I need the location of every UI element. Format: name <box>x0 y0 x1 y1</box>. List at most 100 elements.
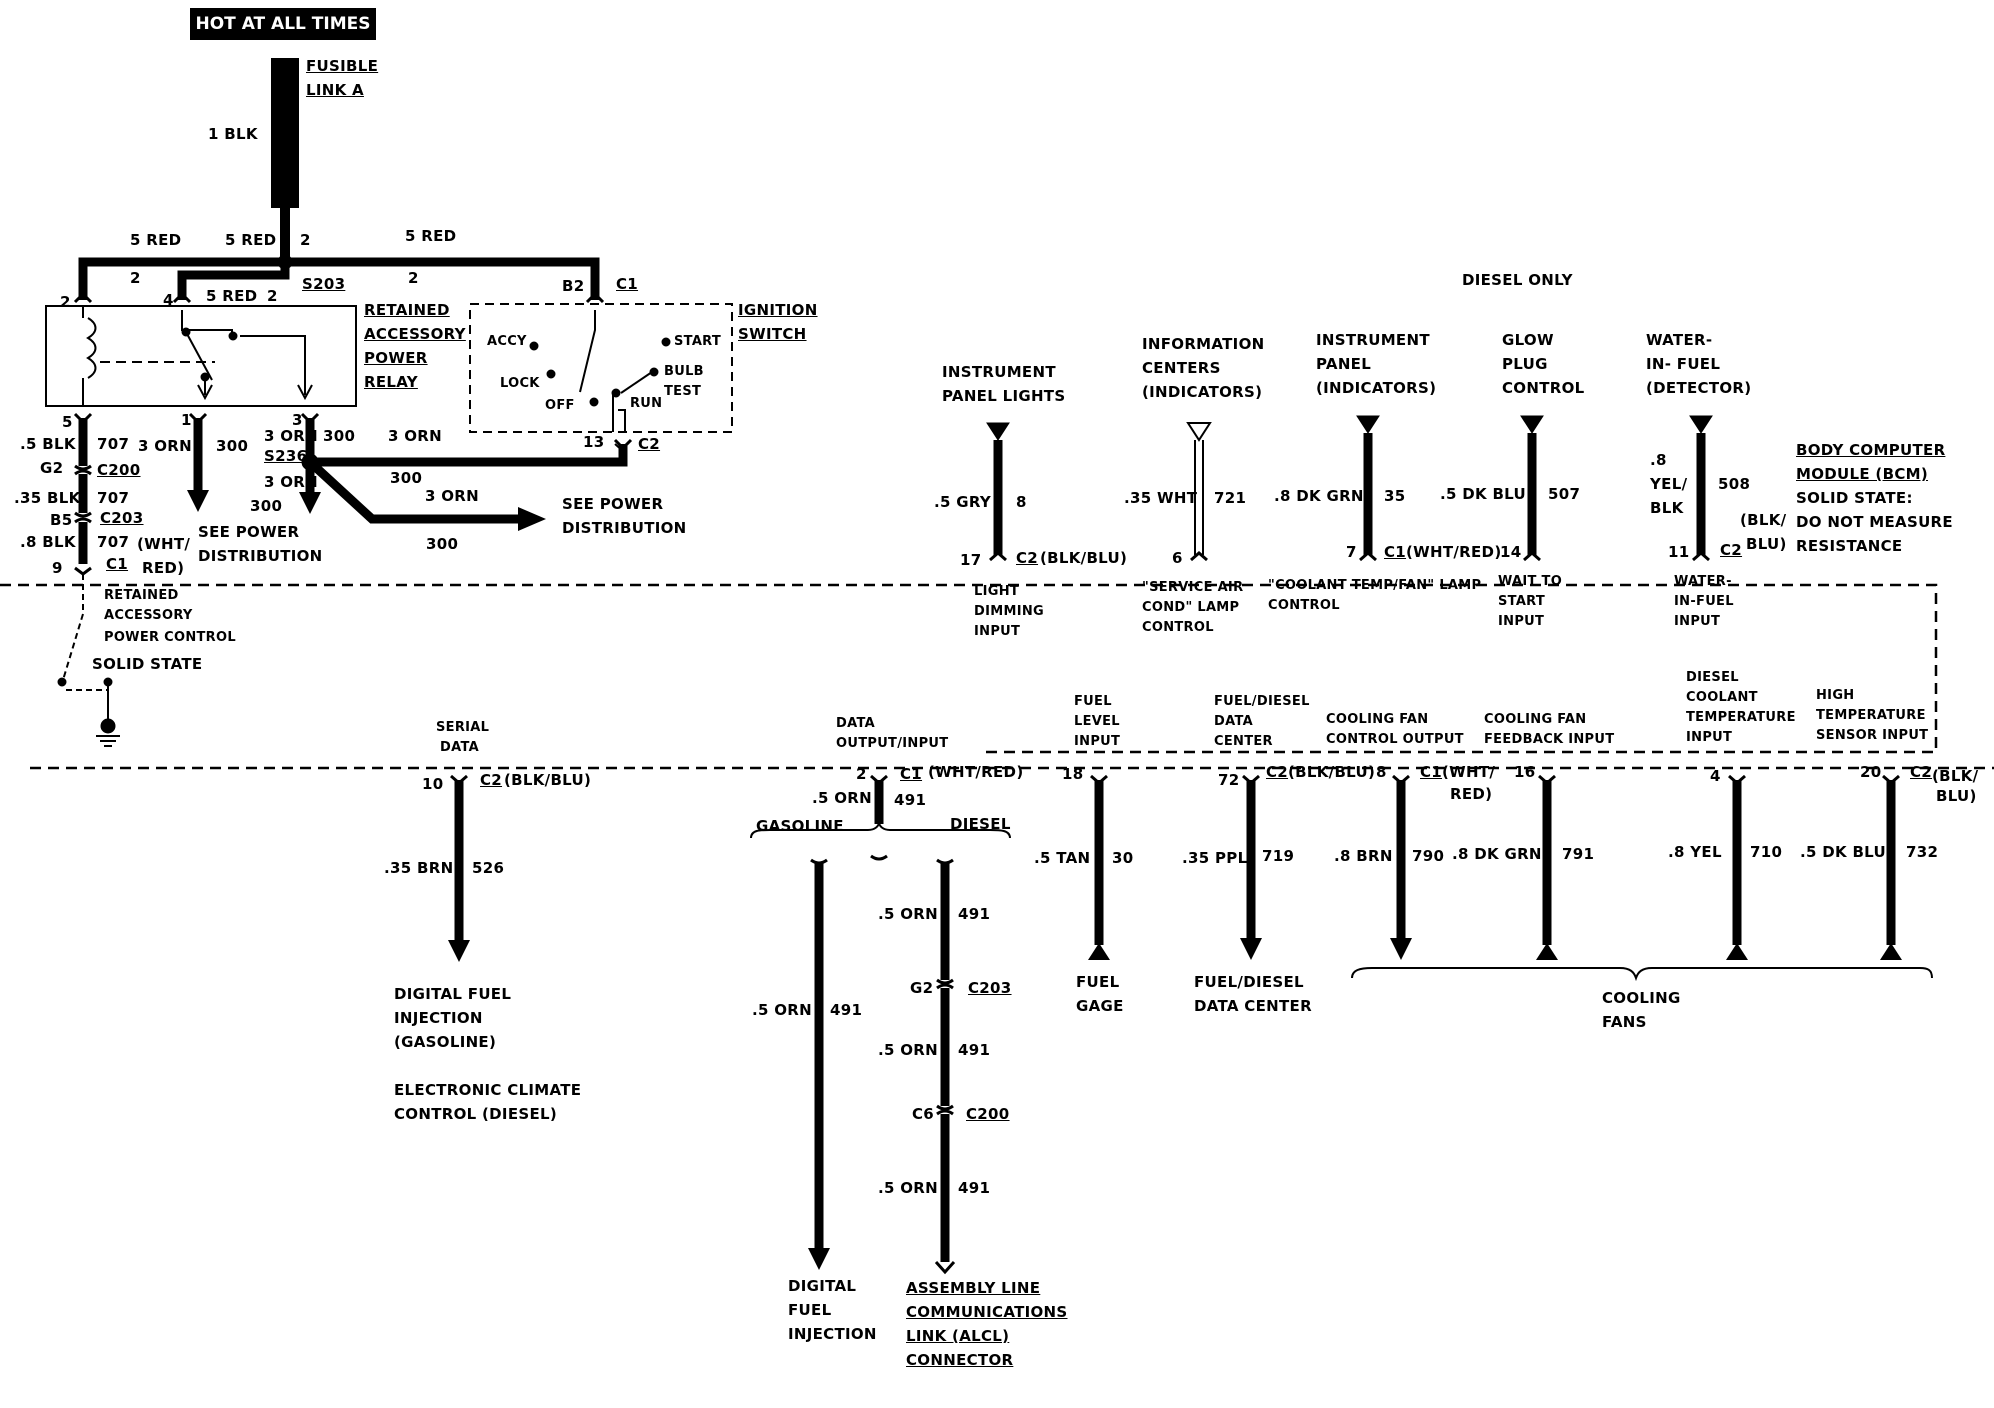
destination-label: INJECTION <box>788 1325 877 1343</box>
pin-label: 3 <box>292 411 303 429</box>
pin-label: 14 <box>1500 543 1522 561</box>
wire-label: 300 <box>426 535 459 553</box>
bcm-input-label: WAIT TO <box>1498 574 1563 589</box>
pin-label: 10 <box>422 775 444 793</box>
wire-label: 710 <box>1750 843 1783 861</box>
wire-label: .5 DK BLU <box>1800 843 1886 861</box>
wire-label: 721 <box>1214 489 1247 507</box>
destination-label: COMMUNICATIONS <box>906 1303 1068 1321</box>
wire-label: 707 <box>97 533 130 551</box>
wire-label: 526 <box>472 859 505 877</box>
component-label: PLUG <box>1502 355 1548 373</box>
bcm-output-label: OUTPUT/INPUT <box>836 736 949 751</box>
wire-label: B5 <box>50 511 73 529</box>
pin-label: 72 <box>1218 771 1240 789</box>
relay-box <box>45 305 357 407</box>
wire-label: 707 <box>97 489 130 507</box>
wire-label: 1 BLK <box>208 125 258 143</box>
wire-label: 507 <box>1548 485 1581 503</box>
switch-position: START <box>674 334 722 349</box>
pin-label: 4 <box>1710 767 1721 785</box>
connector-label: C203 <box>968 979 1012 997</box>
wire-label: .8 BLK <box>20 533 76 551</box>
bcm-output-label: FEEDBACK INPUT <box>1484 732 1615 747</box>
bcm-output-label: COOLANT <box>1686 690 1758 705</box>
connector-label: (BLK/BLU) <box>1040 549 1128 567</box>
pin-label: 18 <box>1062 765 1084 783</box>
connector-label: C1 <box>1384 543 1407 561</box>
bcm-output-label: LEVEL <box>1074 714 1120 729</box>
connector-label: (BLK/BLU) <box>504 771 592 789</box>
wire-label: .5 ORN <box>878 1041 939 1059</box>
destination-label: DATA CENTER <box>1194 997 1312 1015</box>
component-label: INSTRUMENT <box>1316 331 1430 349</box>
pin-label: 4 <box>163 291 174 309</box>
wire-label: C6 <box>912 1105 935 1123</box>
pin-label: 2 <box>856 765 867 783</box>
fusible-link-label: LINK A <box>306 81 364 99</box>
bcm-input-label: INPUT <box>1498 614 1545 629</box>
destination-label: DIGITAL FUEL <box>394 985 512 1003</box>
wire-label: 35 <box>1384 487 1406 505</box>
pin-label: 13 <box>583 433 605 451</box>
wire-label: 3 ORN <box>138 437 193 455</box>
control-label: ACCESSORY <box>104 608 193 623</box>
splice-label: S203 <box>302 275 346 293</box>
wire-label: YEL/ <box>1650 475 1688 493</box>
wire-label: 719 <box>1262 847 1295 865</box>
bcm-input-label: "COOLANT TEMP/FAN" LAMP <box>1268 578 1482 593</box>
bcm-boundary-top <box>0 583 1938 754</box>
control-label: RETAINED <box>104 588 179 603</box>
wire-label: .35 BLK <box>14 489 81 507</box>
destination-label: CONTROL (DIESEL) <box>394 1105 558 1123</box>
bcm-output-label: SENSOR INPUT <box>1816 728 1929 743</box>
bcm-input-label: COND" LAMP <box>1142 600 1240 615</box>
ignition-switch-label: SWITCH <box>738 325 807 343</box>
control-label: SOLID STATE <box>92 655 203 673</box>
see-power-label: SEE POWER <box>562 495 664 513</box>
destination-label: LINK (ALCL) <box>906 1327 1010 1345</box>
destination-label: FUEL <box>1076 973 1120 991</box>
branch-label: DIESEL <box>950 815 1011 833</box>
wire-label: (BLK/ <box>1740 511 1787 529</box>
switch-position: LOCK <box>500 376 540 391</box>
pin-label: 11 <box>1668 543 1690 561</box>
component-label: WATER- <box>1646 331 1713 349</box>
bcm-output-label: INPUT <box>1074 734 1121 749</box>
wire-label: .5 TAN <box>1034 849 1091 867</box>
connector-label: (WHT/ <box>1442 763 1496 781</box>
component-label: (DETECTOR) <box>1646 379 1752 397</box>
component-label: IN- FUEL <box>1646 355 1721 373</box>
wire-label: 5 RED <box>206 287 258 305</box>
wire-label: 791 <box>1562 845 1595 863</box>
connector-label: C200 <box>97 461 141 479</box>
bcm-label: DO NOT MEASURE <box>1796 513 1953 531</box>
bcm-input-label: IN-FUEL <box>1674 594 1734 609</box>
wire-label: RED) <box>142 559 185 577</box>
relay-label: RETAINED <box>364 301 450 319</box>
connector-label: C2 <box>480 771 503 789</box>
wire-3orn-ign <box>310 444 628 467</box>
wire-label: 3 ORN <box>425 487 480 505</box>
wire-label: 300 <box>390 469 423 487</box>
connector-label: RED) <box>1450 785 1493 803</box>
pin-label: 2 <box>60 293 71 311</box>
bcm-output-label: INPUT <box>1686 730 1733 745</box>
pin-label: 5 <box>62 413 73 431</box>
wire-label: .8 YEL <box>1668 843 1722 861</box>
wire-label: 5 RED <box>225 231 277 249</box>
wire-label: (WHT/ <box>137 535 191 553</box>
branch-label: GASOLINE <box>756 817 844 835</box>
wire-label: .8 <box>1650 451 1667 469</box>
connector-label: (WHT/RED) <box>1406 543 1502 561</box>
bcm-input-label: WATER- <box>1674 574 1732 589</box>
bcm-output-label: CENTER <box>1214 734 1273 749</box>
wire-label: 790 <box>1412 847 1445 865</box>
component-label: (INDICATORS) <box>1316 379 1437 397</box>
bcm-output-label: DATA <box>836 716 875 731</box>
pin-label: 7 <box>1346 543 1357 561</box>
bcm-output-label: COOLING FAN <box>1484 712 1587 727</box>
pin-label: 2 <box>300 231 311 249</box>
connector-label: C2 <box>1910 763 1933 781</box>
